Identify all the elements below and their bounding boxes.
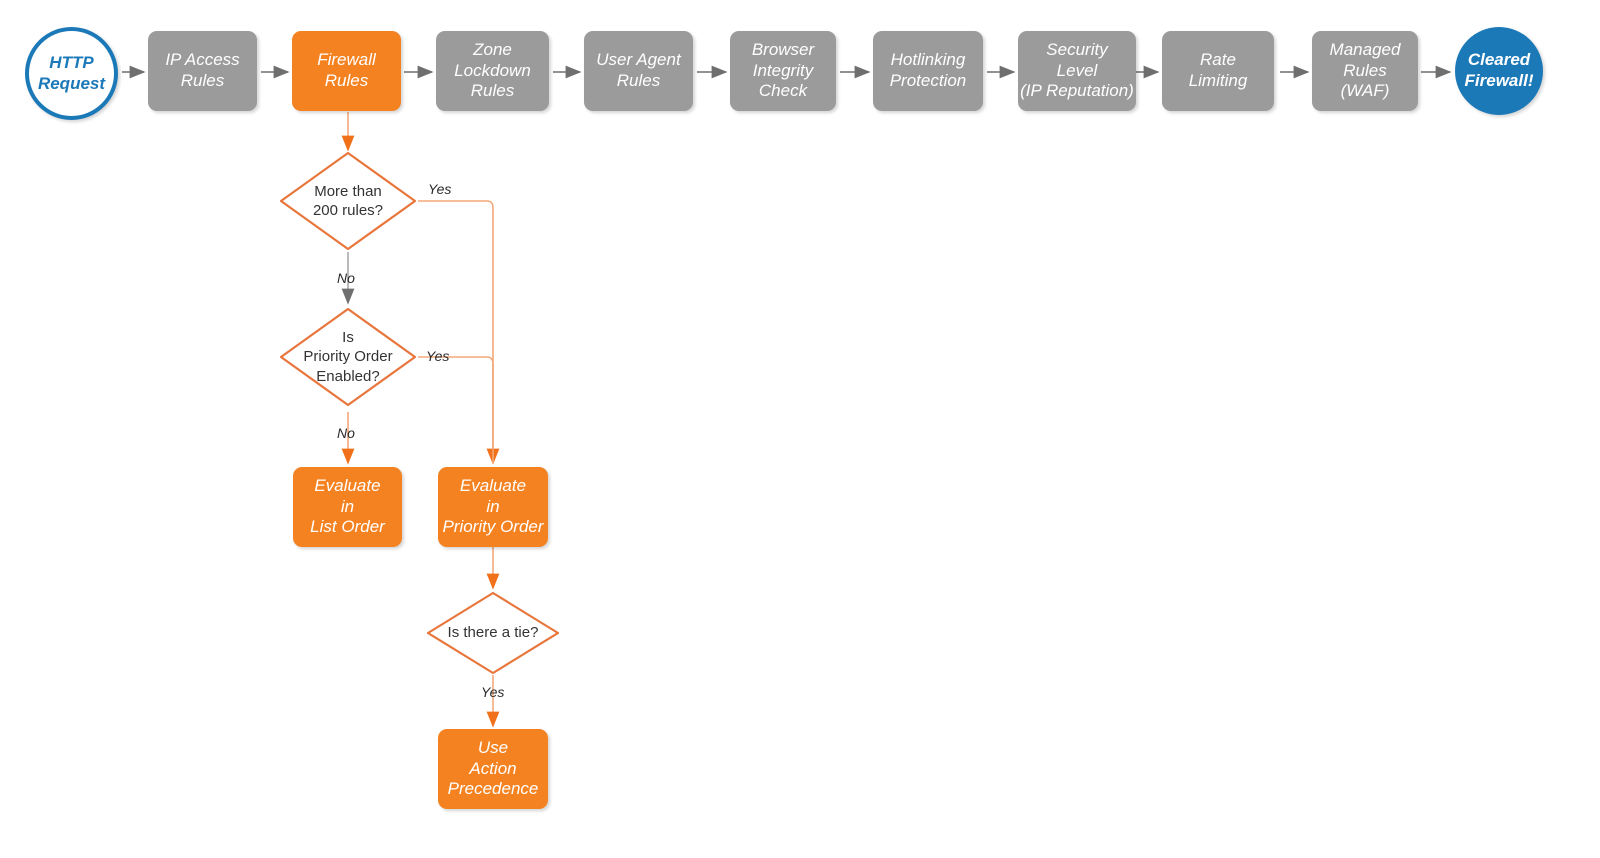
decision-label: Is Priority Order Enabled? [303,329,393,385]
edge-label-yes-is-there-a-tie: Yes [481,684,505,700]
edge-label-yes-more-than-200: Yes [428,181,452,197]
node-browser-integrity-check[interactable]: Browser Integrity Check [730,31,836,111]
node-label: User Agent Rules [596,50,681,90]
diamond-shape [426,591,560,675]
decision-label: Is there a tie? [447,624,539,642]
node-label: Use Action Precedence [447,737,539,799]
node-label: IP Access Rules [165,50,240,90]
node-label: Managed Rules (WAF) [1329,39,1401,101]
node-zone-lockdown-rules[interactable]: Zone Lockdown Rules [436,31,549,111]
node-evaluate-in-priority-order[interactable]: Evaluate in Priority Order [438,467,548,547]
edge-label-no-priority-order: No [337,425,355,441]
decision-more-than-200-rules[interactable]: More than 200 rules? [278,150,418,252]
node-hotlinking-protection[interactable]: Hotlinking Protection [873,31,983,111]
decision-priority-order-enabled[interactable]: Is Priority Order Enabled? [278,306,418,408]
node-use-action-precedence[interactable]: Use Action Precedence [438,729,548,809]
diamond-shape [279,151,417,251]
node-label: HTTP Request [37,52,106,93]
node-http-request[interactable]: HTTP Request [25,27,118,120]
node-label: Cleared Firewall! [1464,50,1534,90]
node-label: Security Level (IP Reputation) [1020,39,1134,101]
node-rate-limiting[interactable]: Rate Limiting [1162,31,1274,111]
decision-is-there-a-tie[interactable]: Is there a tie? [425,590,561,676]
node-firewall-rules[interactable]: Firewall Rules [292,31,401,111]
node-security-level[interactable]: Security Level (IP Reputation) [1018,31,1136,111]
node-label: Hotlinking Protection [889,50,967,90]
node-ip-access-rules[interactable]: IP Access Rules [148,31,257,111]
node-cleared-firewall[interactable]: Cleared Firewall! [1455,27,1543,115]
node-user-agent-rules[interactable]: User Agent Rules [584,31,693,111]
decision-label: More than 200 rules? [312,182,384,219]
node-label: Evaluate in List Order [310,475,385,537]
node-label: Rate Limiting [1188,50,1248,90]
node-label: Zone Lockdown Rules [454,39,531,101]
edge-label-yes-priority-order: Yes [426,348,450,364]
edge-label-no-more-than-200: No [337,270,355,286]
node-label: Firewall Rules [317,50,376,90]
node-evaluate-in-list-order[interactable]: Evaluate in List Order [293,467,402,547]
node-managed-rules-waf[interactable]: Managed Rules (WAF) [1312,31,1418,111]
node-label: Browser Integrity Check [751,39,815,101]
diamond-shape [279,307,417,407]
node-label: Evaluate in Priority Order [442,475,544,537]
